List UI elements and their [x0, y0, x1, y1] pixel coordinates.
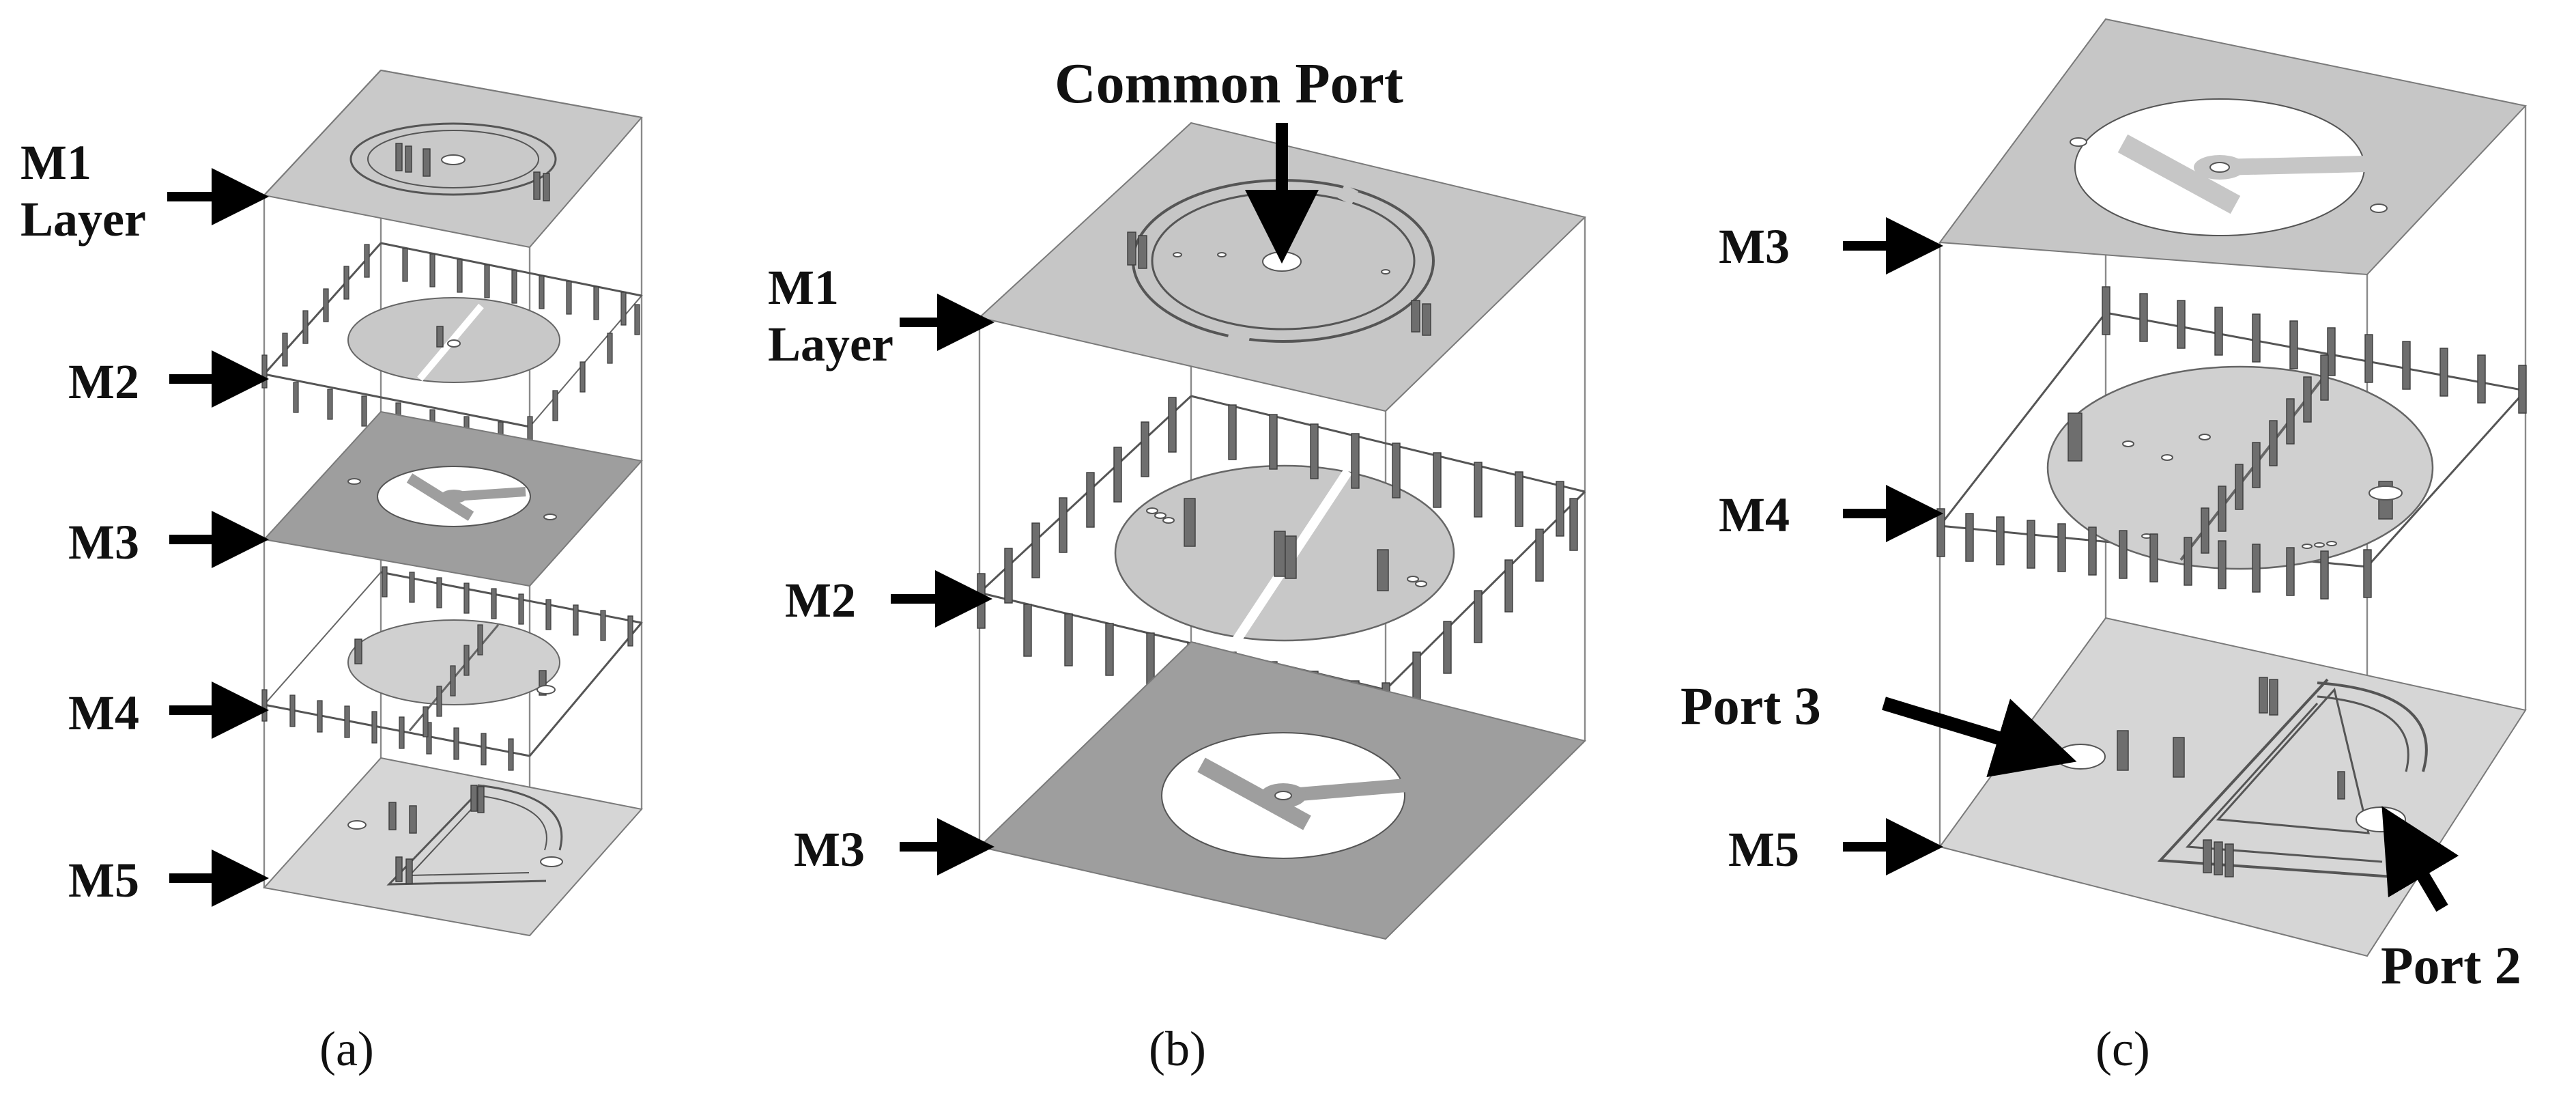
- panel-c-label-port2: Port 2: [2381, 936, 2521, 995]
- panel-c-caption: (c): [2095, 1022, 2150, 1076]
- panel-b-label-m1-layer: Layer: [768, 317, 893, 371]
- panel-a-label-m1: M1: [20, 135, 91, 190]
- panel-b-m2-layer: [977, 395, 1586, 735]
- panel-b-label-m3: M3: [794, 822, 865, 877]
- panel-b: Common Port M1 Layer M2 M3 (b): [768, 52, 1586, 1076]
- panel-a-m3-plate: [263, 410, 643, 587]
- panel-b-m3-plate: [977, 641, 1586, 940]
- panel-a: M1 Layer M2 M3 M4 M5 (a): [20, 69, 643, 1076]
- panel-c-arrow-port3: [1882, 697, 2077, 778]
- panel-b-label-m2: M2: [785, 573, 856, 628]
- panel-a-caption: (a): [319, 1022, 374, 1076]
- panel-a-m5-plate: [263, 757, 643, 937]
- panel-c-label-port3: Port 3: [1680, 676, 1821, 735]
- panel-c-label-m3: M3: [1719, 219, 1790, 274]
- panel-a-m4-layer: [261, 566, 643, 771]
- panel-a-m1-plate: [263, 69, 643, 249]
- panel-c-m3-plate: [1938, 18, 2527, 276]
- panel-c: M3 M4 Port 3 M5 Port 2 (c): [1680, 18, 2527, 1076]
- panel-c-arrow-port2: [2381, 806, 2459, 912]
- panel-b-label-common-port: Common Port: [1055, 52, 1403, 115]
- panel-a-label-m5: M5: [68, 853, 139, 908]
- panel-c-m4-layer: [1936, 286, 2527, 600]
- panel-a-label-m2: M2: [68, 354, 139, 409]
- panel-c-label-m5: M5: [1728, 822, 1799, 877]
- panel-a-label-m4: M4: [68, 686, 139, 740]
- panel-c-label-m4: M4: [1719, 488, 1790, 542]
- panel-a-label-m1-layer: Layer: [20, 192, 146, 247]
- panel-b-caption: (b): [1149, 1022, 1206, 1076]
- panel-b-label-m1: M1: [768, 260, 839, 315]
- panel-a-m2-layer: [261, 242, 643, 453]
- panel-a-label-m3: M3: [68, 515, 139, 570]
- panel-c-m5-plate: [1938, 617, 2527, 957]
